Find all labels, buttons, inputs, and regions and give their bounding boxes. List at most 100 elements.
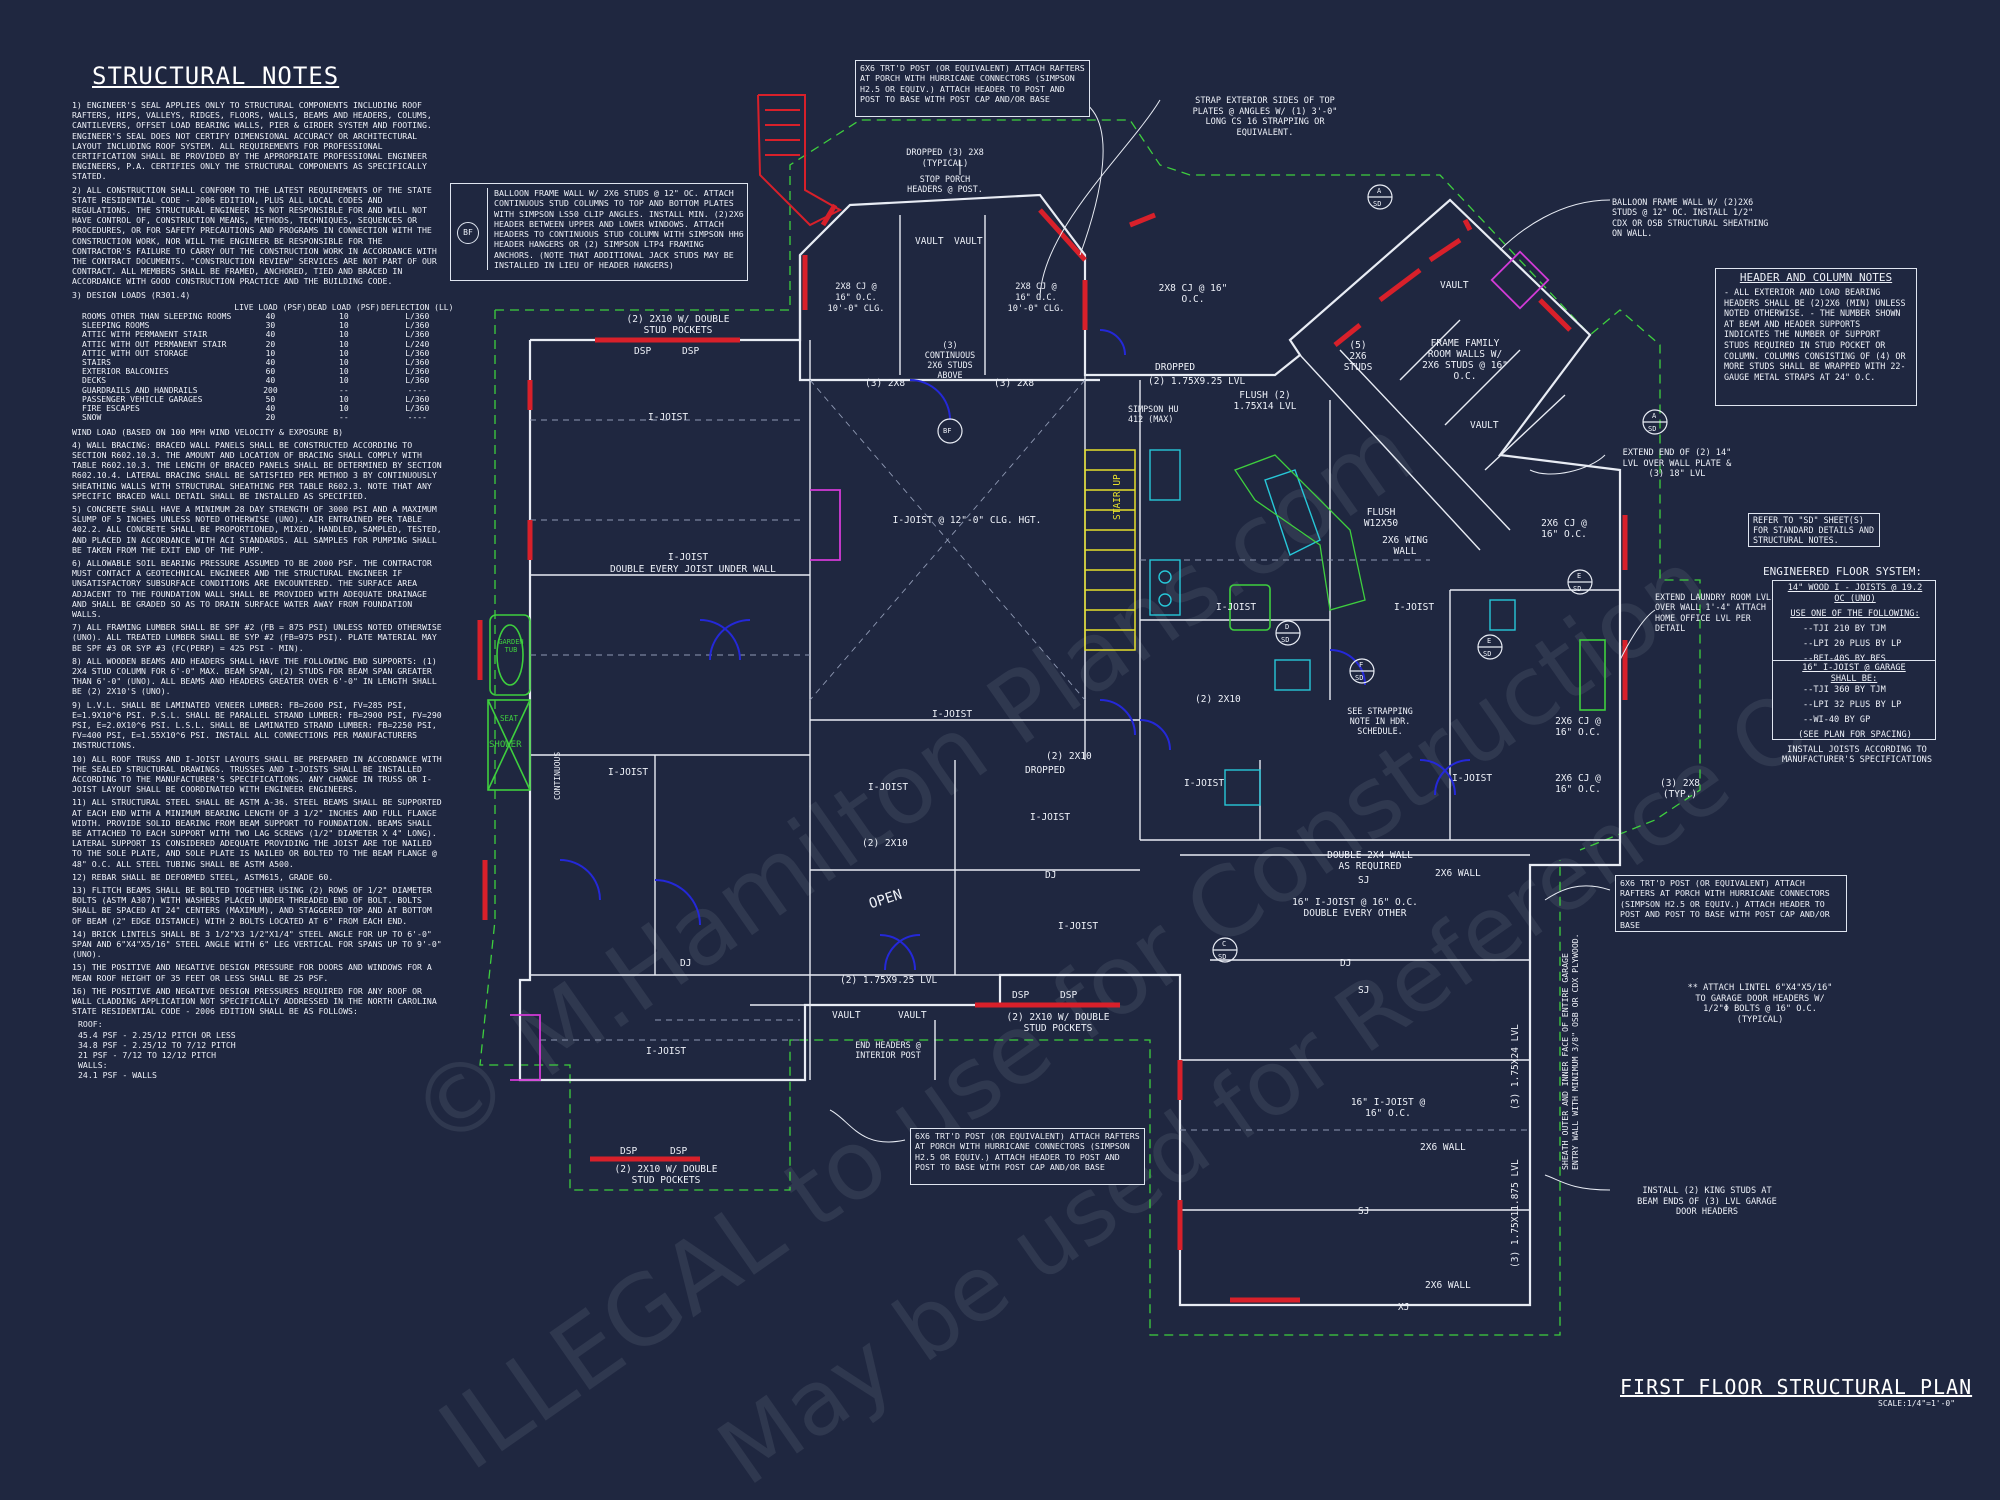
wall-2x6-label-3: 2x6 WALL — [1435, 868, 1481, 879]
lvl-garage-label: (3) 1.75x24 LVL — [1510, 1024, 1521, 1110]
two-2x10-label-3: (2) 2x10 — [1195, 694, 1241, 705]
cj-label-a: 2x8 CJ @ 16" O.C. 10'-0" CLG. — [827, 282, 885, 314]
wall-2x6-label-1: 2x6 WALL — [1420, 1142, 1466, 1153]
balloon-frame-right-note: BALLOON FRAME WALL w/ (2)2x6 STUDS @ 12"… — [1612, 197, 1769, 238]
ijoist-label-8: I-JOIST — [1058, 921, 1099, 932]
loads-cell: 20 — [265, 339, 276, 349]
floor-box1-item-2: --LPI 20 PLUS BY LP — [1803, 639, 1902, 649]
loads-cell: STAIRS — [82, 358, 111, 368]
dj-label-3: DJ — [1340, 958, 1352, 969]
header-column-notes: HEADER AND COLUMN NOTES - ALL EXTERIOR A… — [1715, 268, 1917, 406]
loads-cell: 40 — [265, 312, 276, 322]
stud-pockets-top: (2) 2x10 w/ DOUBLE STUD POCKETS — [626, 314, 730, 336]
floor-box1-item-1: --TJI 210 BY TJM — [1803, 624, 1886, 634]
loads-cell: 10 — [339, 367, 349, 377]
cj-label-e: 2x6 CJ @ 16" O.C. — [1555, 716, 1601, 738]
ijoist-12-label: I-JOIST @ 12"-0" CLG. HGT. — [892, 515, 1042, 526]
dsp-label-4: DSP — [670, 1146, 688, 1157]
roof-pressure-3: 21 PSF - 7/12 TO 12/12 PITCH — [78, 1050, 217, 1061]
shower-label: SHOWER — [489, 740, 522, 750]
porch-post-note-right: 6x6 TRT'D POST (OR EQUIVALENT) ATTACH RA… — [1615, 875, 1847, 932]
loads-cell: L/360 — [405, 376, 430, 386]
wing-wall-label: 2x6 WING WALL — [1382, 535, 1428, 557]
porch-post-text-bottom: 6x6 TRT'D POST (OR EQUIVALENT) ATTACH RA… — [915, 1131, 1140, 1173]
kitchen-island — [1234, 454, 1366, 611]
stud-pockets-bottom: (2) 2x10 w/ DOUBLE STUD POCKETS — [614, 1164, 718, 1186]
vault-label-4: VAULT — [898, 1010, 927, 1021]
loads-cell: 10 — [265, 348, 276, 358]
loads-cell: L/360 — [405, 312, 430, 322]
porch-post-text-top: 6x6 TRT'D POST (OR EQUIVALENT) ATTACH RA… — [860, 63, 1085, 105]
balloon-frame-note: BF BALLOON FRAME WALL w/ 2x6 STUDS @ 12"… — [450, 183, 748, 281]
floor-box1-item-3: --BFI-40s BY BFS — [1803, 654, 1886, 664]
stair-up-label: STAIR UP — [1112, 474, 1123, 520]
loads-cell: 200 — [263, 385, 278, 395]
extend-laundry-note: EXTEND LAUNDRY ROOM LVL OVER WALL 1'-4" … — [1655, 592, 1771, 633]
ijoist-label-3: I-JOIST — [1216, 602, 1257, 613]
floor-box1-sub: USE ONE OF THE FOLLOWING: — [1790, 609, 1920, 619]
tag-sd-3: SD — [1573, 585, 1582, 593]
flush-w12-label: FLUSH W12x50 — [1363, 507, 1399, 529]
beam-header-marks — [477, 203, 1628, 1303]
note-5: 5) CONCRETE SHALL HAVE A MINIMUM 28 DAY … — [72, 503, 442, 555]
three-2x8-label-1: (3) 2x8 — [865, 378, 906, 389]
floor-system-box-1: 14" WOOD I - JOISTS @ 19.2 OC (UNO) USE … — [1772, 580, 1936, 664]
tag-e-1: E — [1577, 572, 1582, 580]
note-16: 16) THE POSITIVE AND NEGATIVE DESIGN PRE… — [72, 985, 437, 1017]
header-column-text: - ALL EXTERIOR AND LOAD BEARING HEADERS … — [1724, 287, 1906, 382]
note-8: 8) ALL WOODEN BEAMS AND HEADERS SHALL HA… — [72, 655, 437, 697]
garden-tub-label: GARDEN TUB — [498, 638, 524, 654]
porch-post-note-top: 6x6 TRT'D POST (OR EQUIVALENT) ATTACH RA… — [855, 60, 1090, 117]
leader-lines — [829, 63, 1656, 1191]
garage-joist2-label: 16" I-JOIST @ 16" O.C. — [1350, 1097, 1426, 1119]
loads-cell: L/240 — [405, 339, 430, 349]
flush-lvl-label: FLUSH (2) 1.75x14 LVL — [1233, 390, 1297, 412]
tag-e-2: E — [1487, 637, 1492, 645]
dropped-label-1: DROPPED — [1155, 362, 1196, 373]
loads-cell: L/360 — [405, 321, 430, 331]
loads-cell: 10 — [339, 330, 349, 340]
note-13: 13) FLITCH BEAMS SHALL BE BOLTED TOGETHE… — [72, 885, 432, 926]
dsp-label-5: DSP — [1012, 990, 1030, 1001]
lvl-garage2-label: (3) 1.75x11.875 LVL — [1510, 1159, 1521, 1268]
loads-cell: 10 — [339, 394, 349, 404]
sheath-note: SHEATH OUTER AND INNER FACE OF ENTIRE GA… — [1560, 933, 1580, 1170]
vault-label-6: VAULT — [1470, 420, 1499, 431]
double-2x4-label: DOUBLE 2x4 WALL AS REQUIRED — [1327, 850, 1413, 872]
loads-cell: ATTIC WITH OUT STORAGE — [82, 348, 188, 358]
ijoist-label-2: I-JOIST — [668, 552, 709, 563]
loads-cell: PASSENGER VEHICLE GARAGES — [82, 394, 203, 404]
ijoist-label-10: I-JOIST — [1394, 602, 1435, 613]
xj-label: XJ — [1398, 1302, 1410, 1313]
note-2: 2) ALL CONSTRUCTION SHALL CONFORM TO THE… — [72, 184, 437, 287]
chimney-stair — [757, 94, 843, 227]
floor-system-title: ENGINEERED FLOOR SYSTEM: — [1763, 565, 1922, 578]
loads-col-deflection: DEFLECTION (LL) — [381, 302, 454, 312]
ijoist-label-5: I-JOIST — [608, 767, 649, 778]
loads-cell: 10 — [339, 348, 349, 358]
strap-note: STRAP EXTERIOR SIDES OF TOP PLATES @ ANG… — [1192, 96, 1338, 138]
tag-sd-2: SD — [1648, 425, 1657, 433]
double-every-joist: DOUBLE EVERY JOIST UNDER WALL — [610, 564, 776, 575]
wall-2x6-label-2: 2x6 WALL — [1425, 1280, 1471, 1291]
fireplaces — [510, 250, 1550, 1081]
roof-overhang-outline — [479, 119, 1701, 1336]
loads-cell: 20 — [265, 413, 276, 423]
loads-cell: 40 — [265, 358, 276, 368]
stair — [1084, 449, 1136, 651]
bf-note-text: BALLOON FRAME WALL w/ 2x6 STUDS @ 12" OC… — [487, 188, 746, 271]
loads-cell: 50 — [265, 394, 276, 404]
loads-cell: ---- — [407, 413, 427, 423]
vault-label-1: VAULT — [915, 236, 944, 247]
loads-cell: -- — [339, 385, 349, 395]
continuous-label: CONTINUOUS — [553, 751, 562, 800]
